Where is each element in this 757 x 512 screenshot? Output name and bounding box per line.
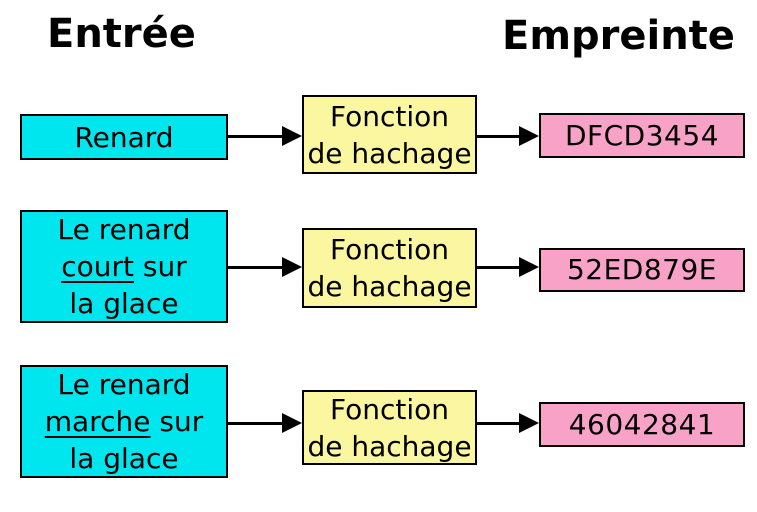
- hash-function-label-line: Fonction: [329, 99, 449, 133]
- arrow-head-icon: [519, 126, 539, 146]
- input-text-line: Renard: [74, 119, 173, 156]
- input-text-segment: Le renard: [57, 213, 191, 246]
- arrow-head-icon: [282, 413, 302, 433]
- input-text-segment: Le renard: [57, 368, 191, 401]
- input-text-segment: sur: [134, 250, 187, 283]
- input-text-line: Le renard: [57, 366, 190, 403]
- arrow-head-icon: [282, 257, 302, 277]
- hash-function-label-line: de hachage: [307, 429, 472, 463]
- arrow-shaft: [228, 265, 286, 269]
- arrow-shaft: [228, 421, 286, 425]
- arrow-head-icon: [282, 126, 302, 146]
- hash-digest-value: DFCD3454: [564, 118, 720, 152]
- input-box: Renard: [20, 114, 228, 160]
- hash-output-box: DFCD3454: [539, 113, 745, 158]
- input-text-segment: la glace: [69, 287, 179, 320]
- underlined-word: court: [61, 250, 134, 283]
- underlined-word: marche: [44, 405, 151, 438]
- hash-function-box: Fonction de hachage: [302, 228, 477, 308]
- input-text-line: court sur: [61, 248, 187, 285]
- output-column-title: Empreinte: [502, 13, 735, 59]
- arrow-shaft: [477, 134, 523, 138]
- arrow-input-to-hash: [228, 257, 302, 277]
- arrow-hash-to-output: [477, 126, 539, 146]
- hash-function-label-line: Fonction: [329, 392, 449, 426]
- hash-digest-value: 46042841: [568, 407, 716, 441]
- input-text-line: Le renard: [57, 211, 190, 248]
- input-column-title: Entrée: [47, 11, 196, 57]
- input-text-line: marche sur: [45, 403, 203, 440]
- input-text-segment: la glace: [69, 442, 179, 475]
- arrow-shaft: [477, 265, 523, 269]
- hash-function-label-line: de hachage: [307, 136, 472, 170]
- hash-function-label-line: de hachage: [307, 270, 472, 303]
- arrow-hash-to-output: [477, 413, 539, 433]
- input-text-segment: sur: [150, 405, 204, 438]
- input-text-line: la glace: [69, 285, 178, 322]
- arrow-input-to-hash: [228, 413, 302, 433]
- arrow-head-icon: [519, 257, 539, 277]
- input-text-segment: Renard: [74, 120, 174, 154]
- hash-function-label-line: Fonction: [329, 233, 449, 266]
- arrow-head-icon: [519, 413, 539, 433]
- hash-output-box: 46042841: [539, 402, 745, 447]
- arrow-input-to-hash: [228, 126, 302, 146]
- arrow-shaft: [228, 134, 286, 138]
- input-text-line: la glace: [69, 440, 178, 477]
- arrow-shaft: [477, 421, 523, 425]
- hash-output-box: 52ED879E: [539, 248, 745, 292]
- hash-digest-value: 52ED879E: [566, 253, 717, 286]
- arrow-hash-to-output: [477, 257, 539, 277]
